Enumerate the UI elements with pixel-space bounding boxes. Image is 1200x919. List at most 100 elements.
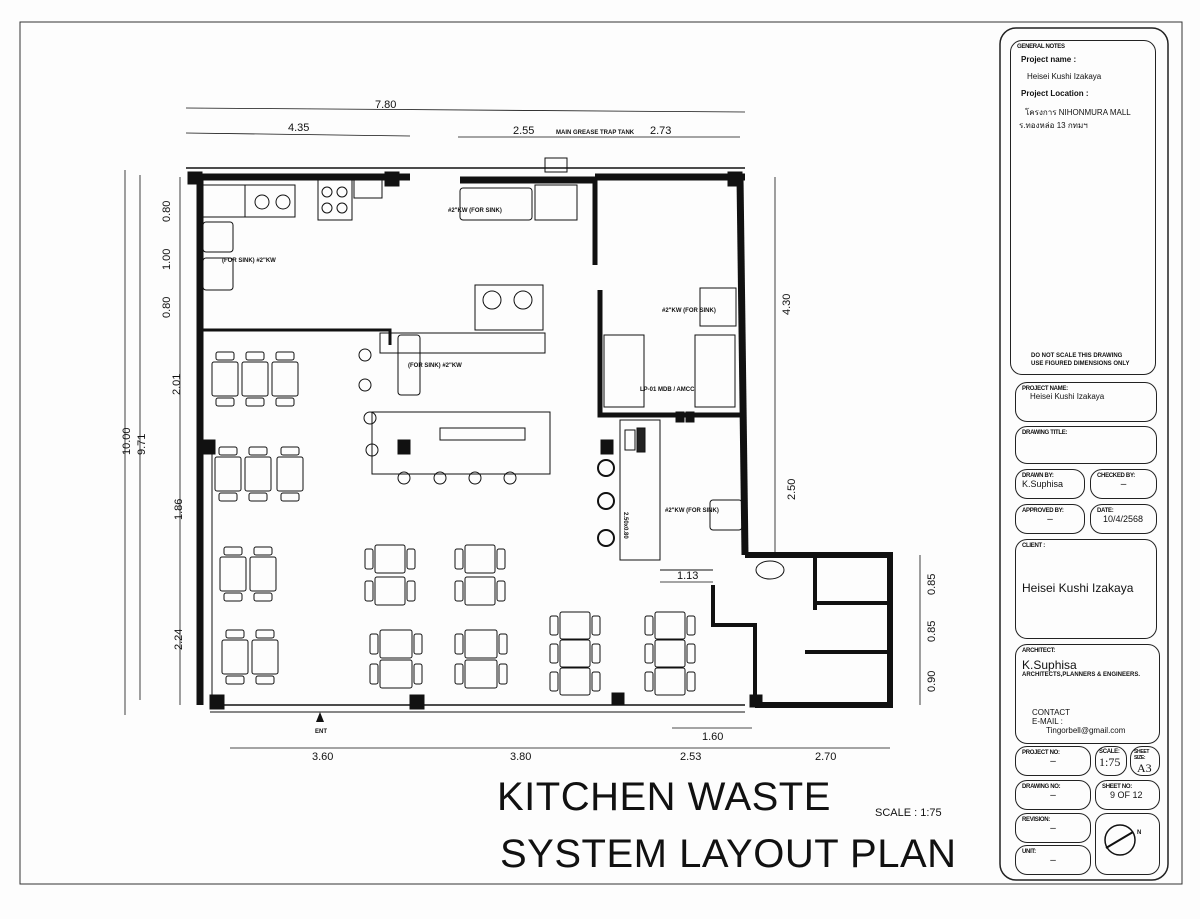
dining-table xyxy=(219,546,247,602)
dining-table xyxy=(241,351,269,407)
dim-right-3: 0.85 xyxy=(926,574,938,595)
general-notes-box: GENERAL NOTES Project name : Heisei Kush… xyxy=(1010,40,1156,375)
unit: – xyxy=(1050,855,1056,866)
drawn-by: K.Suphisa xyxy=(1022,479,1064,489)
dining-table xyxy=(251,629,279,685)
architect-sub: ARCHITECTS,PLANNERS & ENGINEERS. xyxy=(1022,672,1141,678)
checked-by-label: CHECKED BY: xyxy=(1097,473,1135,479)
project-no-box: PROJECT NO: – xyxy=(1015,746,1091,776)
dim-left-1: 0.80 xyxy=(161,201,173,222)
dining-table xyxy=(364,544,416,574)
architect-label: ARCHITECT: xyxy=(1022,648,1055,654)
sheet-no-label: SHEET NO: xyxy=(1102,784,1132,790)
dining-table xyxy=(221,629,249,685)
project-name: Heisei Kushi Izakaya xyxy=(1027,72,1102,81)
project-location-label: Project Location : xyxy=(1021,89,1089,98)
scale-box: SCALE: 1:75 xyxy=(1095,746,1127,776)
dim-top-right: 2.73 xyxy=(650,125,671,137)
drawing-title-line1: KITCHEN WASTE xyxy=(497,775,831,819)
revision: – xyxy=(1050,823,1056,834)
dining-table xyxy=(549,639,601,668)
project-location-line2: ร.ทองหล่อ 13 กทมฯ xyxy=(1019,121,1088,130)
dim-top-overall: 7.80 xyxy=(375,99,396,111)
dim-left-overall: 10.00 xyxy=(121,427,133,455)
dim-right-5: 0.90 xyxy=(926,671,938,692)
dim-top-mid: 2.55 xyxy=(513,125,534,137)
dining-table xyxy=(644,611,696,640)
dining-table xyxy=(271,351,299,407)
dining-table xyxy=(454,576,506,606)
grease-trap-label: MAIN GREASE TRAP TANK xyxy=(556,130,635,136)
dining-table xyxy=(244,446,272,502)
dim-right-2: 2.50 xyxy=(786,479,798,500)
dim-left-3: 0.80 xyxy=(161,297,173,318)
drawing-title-label: DRAWING TITLE: xyxy=(1022,430,1068,436)
architect: K.Suphisa xyxy=(1022,658,1077,672)
dim-left-5: 1.86 xyxy=(173,499,185,520)
approved-by: – xyxy=(1047,514,1053,525)
counter-label: 2.50x0.80 xyxy=(622,512,628,539)
drawing-no-label: DRAWING NO: xyxy=(1022,784,1061,790)
dim-left-2: 1.00 xyxy=(161,249,173,270)
project-no-label: PROJECT NO: xyxy=(1022,750,1060,756)
email[interactable]: Tingorbell@gmail.com xyxy=(1046,726,1126,735)
dining-table xyxy=(211,351,239,407)
sheet-no: 9 OF 12 xyxy=(1110,790,1143,800)
dining-table xyxy=(249,546,277,602)
north-label: N xyxy=(1137,830,1141,836)
dining-table xyxy=(644,667,696,696)
note-line1: DO NOT SCALE THIS DRAWING xyxy=(1031,353,1123,359)
dim-bottom-3: 2.53 xyxy=(680,751,701,763)
dining-table xyxy=(364,576,416,606)
drawing-no-box: DRAWING NO: – xyxy=(1015,780,1091,810)
checked-by: – xyxy=(1120,479,1127,490)
dining-table xyxy=(454,659,508,689)
date-label: DATE: xyxy=(1097,508,1114,514)
north-box xyxy=(1095,813,1160,875)
dining-table xyxy=(549,611,601,640)
date: 10/4/2568 xyxy=(1103,514,1144,524)
checked-by-box: CHECKED BY: – xyxy=(1090,469,1157,499)
sink-label-1: #2"KW (FOR SINK) xyxy=(448,208,502,214)
dim-right-4: 0.85 xyxy=(926,621,938,642)
approved-by-label: APPROVED BY: xyxy=(1022,508,1064,514)
sink-label-3: (FOR SINK) #2"KW xyxy=(408,363,462,369)
north-arrow-icon xyxy=(1104,824,1136,856)
unit-label: UNIT: xyxy=(1022,849,1036,855)
sink-label-4: #2"KW (FOR SINK) xyxy=(662,308,716,314)
drawing-title-line2: SYSTEM LAYOUT PLAN xyxy=(500,832,957,876)
project-name-box: PROJECT NAME: Heisei Kushi Izakaya xyxy=(1015,382,1157,422)
approved-by-box: APPROVED BY: – xyxy=(1015,504,1085,534)
sheet-border xyxy=(19,21,1183,885)
dining-table xyxy=(549,667,601,696)
dining-table xyxy=(214,446,242,502)
sheet-no-box: SHEET NO: 9 OF 12 xyxy=(1095,780,1160,810)
entrance-label: ENT xyxy=(315,729,327,735)
scale-label: SCALE: xyxy=(1099,749,1120,755)
drawing-title-box: DRAWING TITLE: xyxy=(1015,426,1157,464)
dimension-lines xyxy=(124,107,921,749)
client: Heisei Kushi Izakaya xyxy=(1022,581,1134,595)
dim-bottom-5: 1.60 xyxy=(702,731,723,743)
drawing-no: – xyxy=(1050,790,1056,801)
sheet-size-box: SHEET SIZE: A3 xyxy=(1130,746,1160,776)
drawn-by-label: DRAWN BY: xyxy=(1022,473,1054,479)
entrance-arrow-icon xyxy=(316,712,324,722)
dim-top-left: 4.35 xyxy=(288,122,309,134)
dining-table xyxy=(454,544,506,574)
unit-box: UNIT: – xyxy=(1015,845,1091,875)
project-name-label: Project name : xyxy=(1021,55,1077,64)
title-block-frame xyxy=(999,27,1169,881)
walls xyxy=(186,157,893,713)
revision-box: REVISION: – xyxy=(1015,813,1091,843)
dim-left-6: 2.24 xyxy=(173,629,185,650)
dining-table xyxy=(454,629,508,659)
project-no: – xyxy=(1050,756,1056,767)
scale: 1:75 xyxy=(1099,755,1121,769)
project-name-box-value: Heisei Kushi Izakaya xyxy=(1030,392,1105,401)
drawn-by-box: DRAWN BY: K.Suphisa xyxy=(1015,469,1085,499)
dim-right-1: 4.30 xyxy=(781,294,793,315)
client-box: CLIENT : Heisei Kushi Izakaya xyxy=(1015,539,1157,639)
general-notes-heading: GENERAL NOTES xyxy=(1017,44,1065,50)
